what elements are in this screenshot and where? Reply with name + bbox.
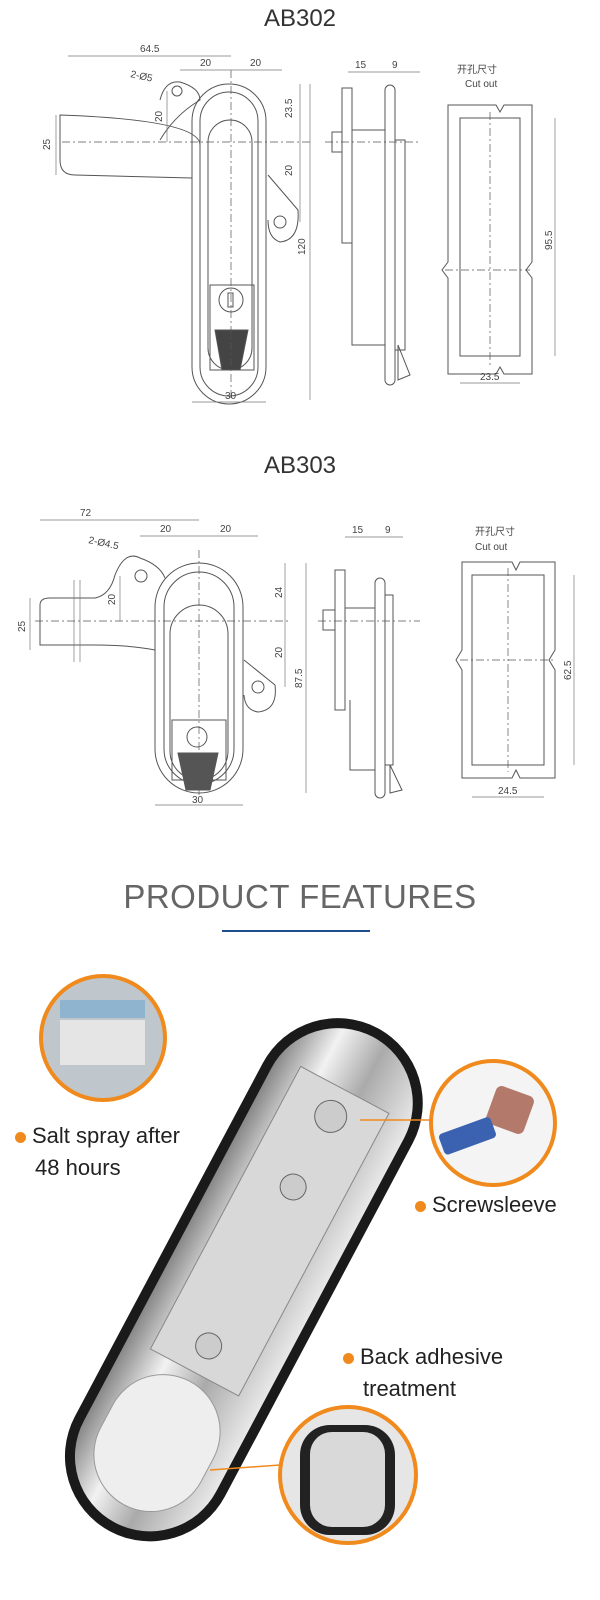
drawing-shape xyxy=(279,1173,307,1201)
drawing-shape xyxy=(441,104,533,375)
drawing-shape xyxy=(310,1432,385,1527)
dimension-label: 20 xyxy=(250,58,262,69)
dimension-label: 20 xyxy=(220,524,232,535)
dimension-label: 20 xyxy=(160,524,172,535)
feature-salt-spray: Salt spray after 48 hours xyxy=(15,1120,180,1184)
drawing-shape xyxy=(486,1086,534,1134)
dimension-label: 120 xyxy=(297,238,308,255)
drawing-shape xyxy=(186,726,208,748)
dimension-label: 64.5 xyxy=(140,44,160,55)
feature-screwsleeve: Screwsleeve xyxy=(415,1189,557,1221)
drawing-shape xyxy=(384,594,394,766)
dimension-label: 20 xyxy=(200,58,212,69)
dimension-label: 15 xyxy=(352,525,364,536)
drawing-shape xyxy=(195,1332,223,1360)
dimension-label: 24 xyxy=(274,586,285,598)
product-photo-illustration xyxy=(39,974,557,1545)
drawing-shape xyxy=(374,577,386,799)
dimension-label: 20 xyxy=(107,593,118,605)
drawing-shape xyxy=(60,1000,145,1018)
drawing-shape xyxy=(351,129,386,346)
dimension-label: 20 xyxy=(284,164,295,176)
side-view: 15 9 xyxy=(318,525,420,799)
dimension-label: 2-Ø5 xyxy=(129,69,153,84)
drawing-shape xyxy=(273,215,287,229)
dimension-label: 30 xyxy=(225,391,237,402)
drawing-shape xyxy=(322,609,336,631)
dimension-label: 72 xyxy=(80,508,92,519)
cutout-view: 开孔尺寸 Cut out 62.5 24.5 xyxy=(455,525,575,798)
model-title-ab302: AB302 xyxy=(263,5,337,32)
drawing-shape xyxy=(60,1020,145,1065)
back-adhesive-inset xyxy=(278,1405,418,1545)
drawing-shape xyxy=(177,752,219,791)
dimension-label: 25 xyxy=(17,620,28,632)
side-view: 15 9 xyxy=(325,60,420,386)
dimension-label: 15 xyxy=(355,60,367,71)
drawing-shape xyxy=(243,659,276,713)
dimension-label: 20 xyxy=(274,646,285,658)
dimension-label: 30 xyxy=(192,795,204,806)
drawing-shape xyxy=(227,292,234,308)
front-view: 64.5 20 20 2-Ø5 23.5 20 120 20 25 30 xyxy=(42,44,311,405)
cutout-view: 开孔尺寸 Cut out 95.5 23.5 xyxy=(441,63,556,384)
dimension-label: 95.5 xyxy=(544,230,555,250)
feature-back-adhesive: Back adhesive treatment xyxy=(343,1341,503,1405)
dimension-label: 23.5 xyxy=(480,372,500,383)
dimension-label: 87.5 xyxy=(294,668,305,688)
front-view: 72 20 20 2-Ø4.5 20 25 24 20 87.5 30 xyxy=(17,508,307,806)
drawing-shape xyxy=(159,81,201,141)
drawing-shape xyxy=(39,555,166,651)
drawing-shape xyxy=(191,83,267,405)
drawing-shape xyxy=(267,174,299,243)
drawing-shape xyxy=(93,1374,221,1513)
dimension-label: 20 xyxy=(154,110,165,122)
drawing-shape xyxy=(59,114,201,179)
drawing-shape xyxy=(134,569,148,583)
drawing-shape xyxy=(341,87,353,244)
drawing-shape xyxy=(199,91,259,397)
drawing-shape xyxy=(384,84,396,386)
bullet-dot-icon xyxy=(415,1200,426,1212)
technical-drawing-ab303: 72 20 20 2-Ø4.5 20 25 24 20 87.5 30 15 9… xyxy=(17,508,575,806)
title-underline xyxy=(222,930,370,932)
dimension-label: 62.5 xyxy=(563,660,574,680)
drawing-shape xyxy=(394,139,406,351)
dimension-label: 24.5 xyxy=(498,786,518,797)
dimension-label: 9 xyxy=(392,60,398,71)
bullet-dot-icon xyxy=(15,1131,26,1143)
drawing-shape xyxy=(334,569,346,711)
drawing-shape xyxy=(438,1117,496,1155)
drawing-shape xyxy=(251,680,265,694)
drawing-shape xyxy=(389,764,403,794)
technical-drawing-ab302: 64.5 20 20 2-Ø5 23.5 20 120 20 25 30 15 … xyxy=(42,44,556,405)
drawing-shape xyxy=(455,561,556,779)
drawing-shape xyxy=(149,1065,390,1397)
drawing-shape xyxy=(171,85,183,97)
dimension-label: 25 xyxy=(42,138,53,150)
drawing-shape xyxy=(397,344,411,381)
dimension-label: 开孔尺寸 xyxy=(457,63,497,76)
latch-handle-photo xyxy=(64,1018,423,1542)
screw-icon xyxy=(314,1099,348,1133)
dimension-label: 2-Ø4.5 xyxy=(87,535,120,552)
section-title: PRODUCT FEATURES xyxy=(123,878,477,915)
drawing-shape xyxy=(209,1464,281,1471)
dimension-label: 开孔尺寸 xyxy=(475,525,515,538)
model-title-ab303: AB303 xyxy=(263,452,337,479)
drawing-shape xyxy=(214,329,249,371)
dimension-label: 23.5 xyxy=(284,98,295,118)
dimension-label: Cut out xyxy=(475,542,507,553)
dimension-label: 9 xyxy=(385,525,391,536)
drawing-shape xyxy=(345,607,376,771)
salt-spray-inset xyxy=(39,974,167,1102)
screwsleeve-inset xyxy=(429,1059,557,1187)
dimension-label: Cut out xyxy=(465,79,497,90)
bullet-dot-icon xyxy=(343,1352,354,1364)
